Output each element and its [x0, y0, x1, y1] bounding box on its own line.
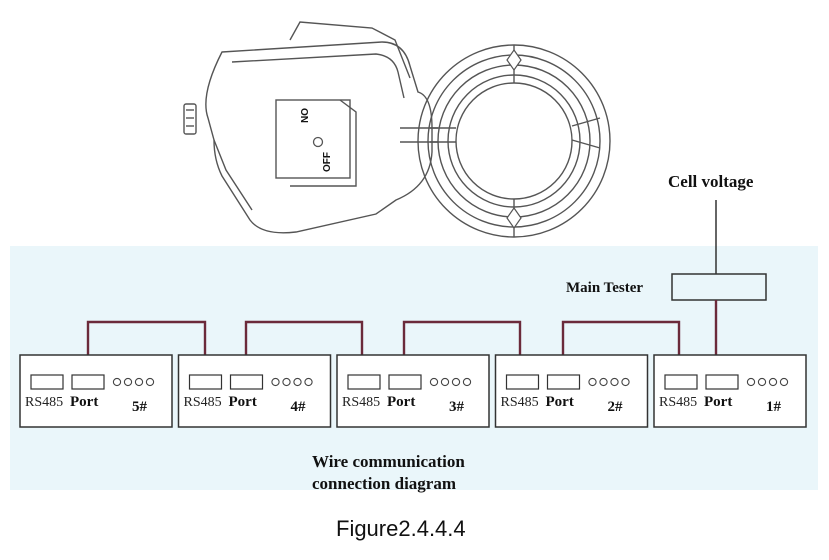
unit-box	[177, 354, 332, 428]
diagram-title-line1: Wire communication	[312, 452, 465, 471]
indicator-led-icon	[440, 377, 450, 387]
figure-caption: Figure2.4.4.4	[336, 516, 466, 541]
indicator-led-icon	[271, 377, 280, 387]
clamp-device	[183, 21, 438, 234]
indicator-led-icon	[145, 377, 155, 387]
indicator-led-icon	[462, 377, 472, 387]
unit-box	[19, 354, 173, 428]
port-socket	[705, 374, 739, 390]
cell-voltage-label: Cell voltage	[668, 172, 754, 191]
indicator-led-icon	[429, 377, 439, 387]
switch-on-label: ON	[298, 108, 309, 123]
indicator-led-icon	[588, 377, 597, 387]
unit-frame	[177, 354, 332, 428]
indicator-led-icon	[451, 377, 461, 387]
rs485-socket	[505, 374, 540, 390]
main-tester	[671, 200, 767, 301]
communication-wires	[86, 300, 718, 378]
unit-rs485-label: RS485	[183, 395, 222, 410]
indicator-led-icon	[610, 377, 619, 387]
rs485-socket	[664, 374, 698, 390]
diagram-title-line2: connection diagram	[312, 474, 457, 493]
indicator-led-icon	[282, 377, 291, 387]
unit-box	[494, 354, 649, 428]
rs485-socket	[30, 374, 64, 390]
unit-frame	[19, 354, 173, 428]
unit-port-label: Port	[228, 394, 257, 410]
unit-rs485-label: RS485	[342, 395, 381, 410]
rs485-socket	[347, 374, 381, 390]
jaw-arrow-icons	[506, 48, 522, 230]
indicator-led-icon	[134, 377, 144, 387]
unit-box	[336, 354, 490, 428]
indicator-led-icon	[123, 377, 133, 387]
unit-port-label: Port	[387, 394, 416, 410]
units-layer	[19, 354, 807, 428]
indicator-led-icon	[768, 377, 778, 387]
unit-rs485-label: RS485	[25, 395, 64, 410]
unit-frame	[336, 354, 490, 428]
indicator-led-icon	[779, 377, 789, 387]
unit-port-label: Port	[704, 394, 733, 410]
indicator-led-icon	[599, 377, 608, 387]
indicator-led-icon	[112, 377, 122, 387]
port-socket	[388, 374, 422, 390]
switch-off-label: OFF	[322, 152, 333, 172]
unit-number-label: 3#	[449, 399, 464, 415]
unit-box	[653, 354, 807, 428]
clamp-jaws	[417, 44, 611, 238]
port-socket	[71, 374, 105, 390]
unit-frame	[653, 354, 807, 428]
indicator-led-icon	[621, 377, 630, 387]
unit-number-label: 1#	[766, 399, 781, 415]
port-socket	[229, 374, 264, 390]
switch-knob	[312, 136, 324, 148]
unit-frame	[494, 354, 649, 428]
indicator-led-icon	[757, 377, 767, 387]
indicator-led-icon	[293, 377, 302, 387]
unit-number-label: 2#	[607, 399, 623, 415]
rs485-socket	[188, 374, 223, 390]
port-socket	[546, 374, 581, 390]
indicator-led-icon	[746, 377, 756, 387]
unit-rs485-label: RS485	[659, 395, 698, 410]
unit-port-label: Port	[70, 394, 99, 410]
indicator-led-icon	[304, 377, 313, 387]
unit-rs485-label: RS485	[500, 395, 539, 410]
unit-number-label: 5#	[132, 399, 147, 415]
unit-number-label: 4#	[290, 399, 306, 415]
main-tester-label: Main Tester	[566, 280, 644, 296]
unit-port-label: Port	[545, 394, 574, 410]
